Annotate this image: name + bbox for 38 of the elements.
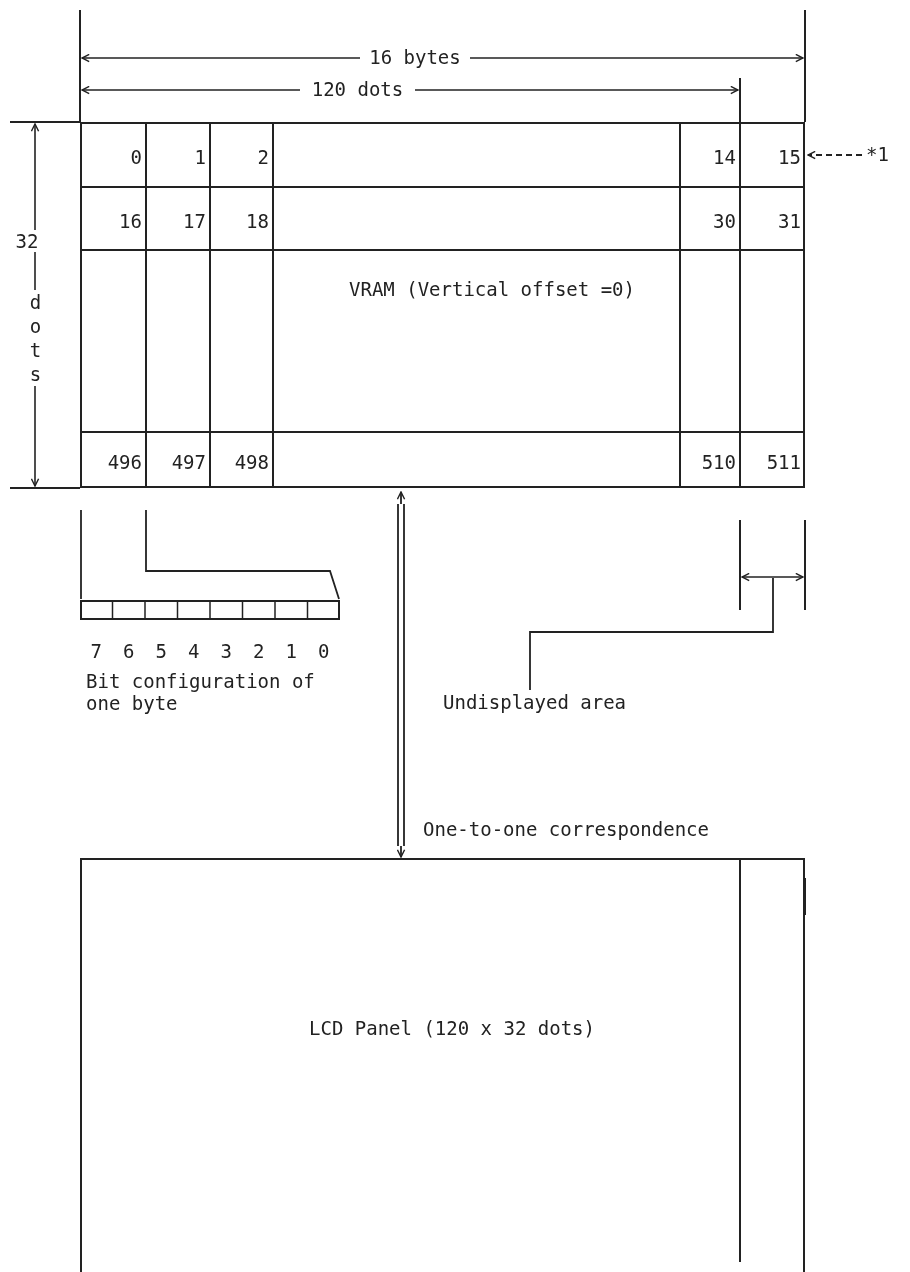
bit-number: 5 xyxy=(154,640,168,662)
byte-number: 1 xyxy=(148,146,212,167)
bit-number: 1 xyxy=(284,640,298,662)
leader-line xyxy=(145,509,340,600)
byte-number: 16 xyxy=(82,210,148,231)
arrow xyxy=(807,150,863,160)
vram-label: VRAM (Vertical offset =0) xyxy=(348,277,636,302)
arrow xyxy=(396,491,406,858)
leader-line xyxy=(529,577,774,691)
byte-number: 496 xyxy=(82,452,148,472)
dimension-label: 16 bytes xyxy=(360,46,470,68)
lcd-panel-box xyxy=(80,858,805,1272)
bit-number: 0 xyxy=(317,640,331,662)
byte-number: 31 xyxy=(742,210,807,231)
byte-bits-box xyxy=(80,600,340,620)
byte-number: 510 xyxy=(682,452,742,472)
bit-number: 2 xyxy=(252,640,266,662)
leader-line xyxy=(80,509,82,600)
note-marker: *1 xyxy=(866,143,906,167)
bit-number: 3 xyxy=(219,640,233,662)
vram-grid xyxy=(80,122,805,488)
byte-number: 497 xyxy=(148,452,212,472)
byte-number: 17 xyxy=(148,210,212,231)
byte-number: 18 xyxy=(212,210,275,231)
byte-number: 511 xyxy=(742,452,807,472)
bit-number: 4 xyxy=(187,640,201,662)
byte-number: 2 xyxy=(212,146,275,167)
byte-number: 14 xyxy=(682,146,742,167)
bit-number: 6 xyxy=(122,640,136,662)
edge-label: One-to-one correspondence xyxy=(423,818,709,840)
byte-number: 15 xyxy=(742,146,807,167)
byte-number: 30 xyxy=(682,210,742,231)
byte-number: 498 xyxy=(212,452,275,472)
bit-number: 7 xyxy=(89,640,103,662)
byte-number: 0 xyxy=(82,146,148,167)
callout-text: Undisplayed area xyxy=(443,691,653,715)
caption-text: Bit configuration of one byte xyxy=(86,670,316,714)
panel-label: LCD Panel (120 x 32 dots) xyxy=(308,1016,596,1041)
